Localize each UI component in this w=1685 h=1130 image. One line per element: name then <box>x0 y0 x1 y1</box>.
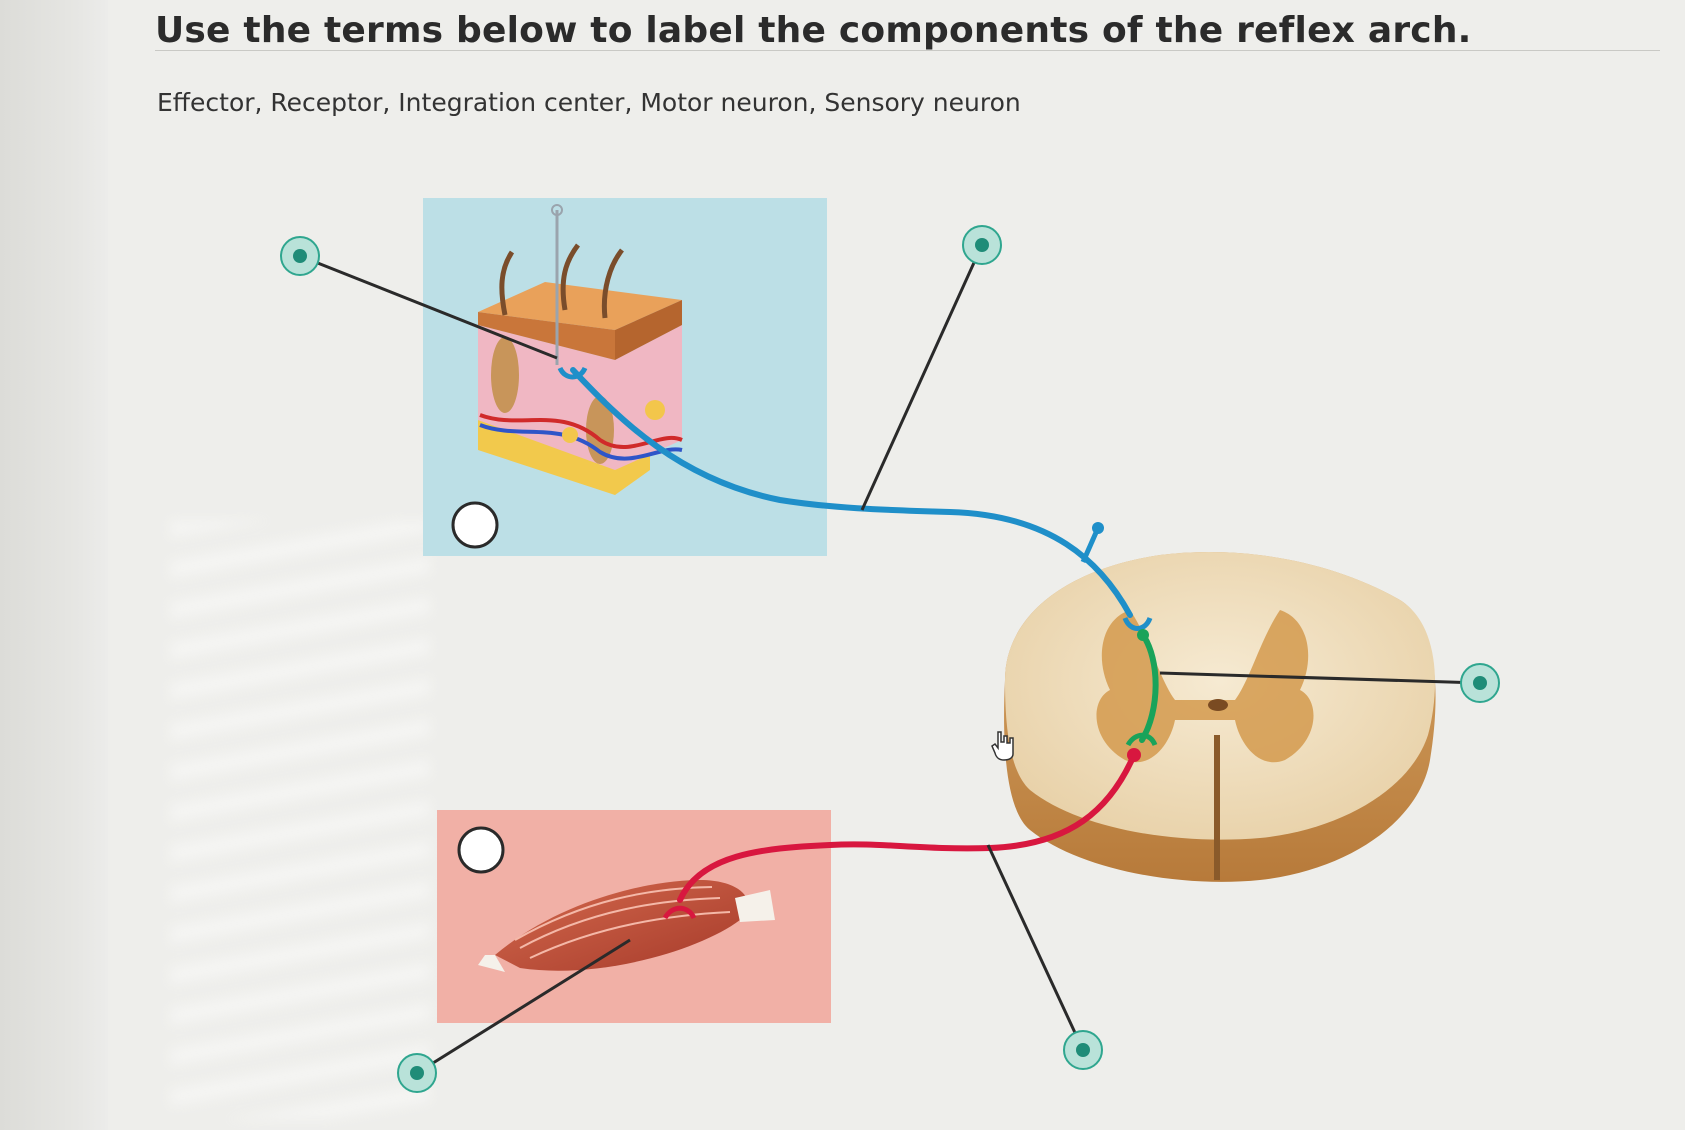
sensory-receptor-ending <box>557 366 588 380</box>
interneuron-synapse <box>1125 732 1158 747</box>
skin-illustration <box>478 204 683 495</box>
spinal-cord <box>1004 552 1436 882</box>
leader-line-receptor <box>299 254 558 360</box>
leader-line-effector <box>416 938 631 1075</box>
sensory-branch <box>1080 526 1101 564</box>
sensory-synapse-ending <box>1122 616 1153 631</box>
skin-panel <box>423 198 827 556</box>
label-pin-sensory[interactable] <box>962 225 1002 265</box>
label-pin-integration[interactable] <box>1460 663 1500 703</box>
interneuron <box>1139 632 1159 743</box>
label-pin-motor[interactable] <box>1063 1030 1103 1070</box>
interneuron-soma <box>1137 629 1149 641</box>
motor-end-plate <box>662 905 697 920</box>
muscle-illustration <box>478 880 775 972</box>
hand-cursor-icon <box>991 731 1014 761</box>
label-pin-receptor[interactable] <box>280 236 320 276</box>
leader-line-motor <box>986 844 1085 1051</box>
term-list: Effector, Receptor, Integration center, … <box>157 88 1021 117</box>
leader-line-sensory <box>860 244 984 511</box>
sensory-neuron <box>570 367 1133 618</box>
muscle-radio-marker[interactable] <box>457 826 505 874</box>
motor-neuron <box>677 752 1137 903</box>
title-divider <box>155 50 1660 51</box>
skin-radio-marker[interactable] <box>451 501 499 549</box>
label-pin-effector[interactable] <box>397 1053 437 1093</box>
screen-bezel <box>0 0 108 1130</box>
motor-neuron-soma <box>1127 748 1141 762</box>
leader-line-integration <box>1159 671 1481 685</box>
page-title: Use the terms below to label the compone… <box>155 10 1472 51</box>
muscle-panel <box>437 810 831 1023</box>
screen-glare <box>170 520 430 1120</box>
sensory-terminal <box>1092 522 1104 534</box>
